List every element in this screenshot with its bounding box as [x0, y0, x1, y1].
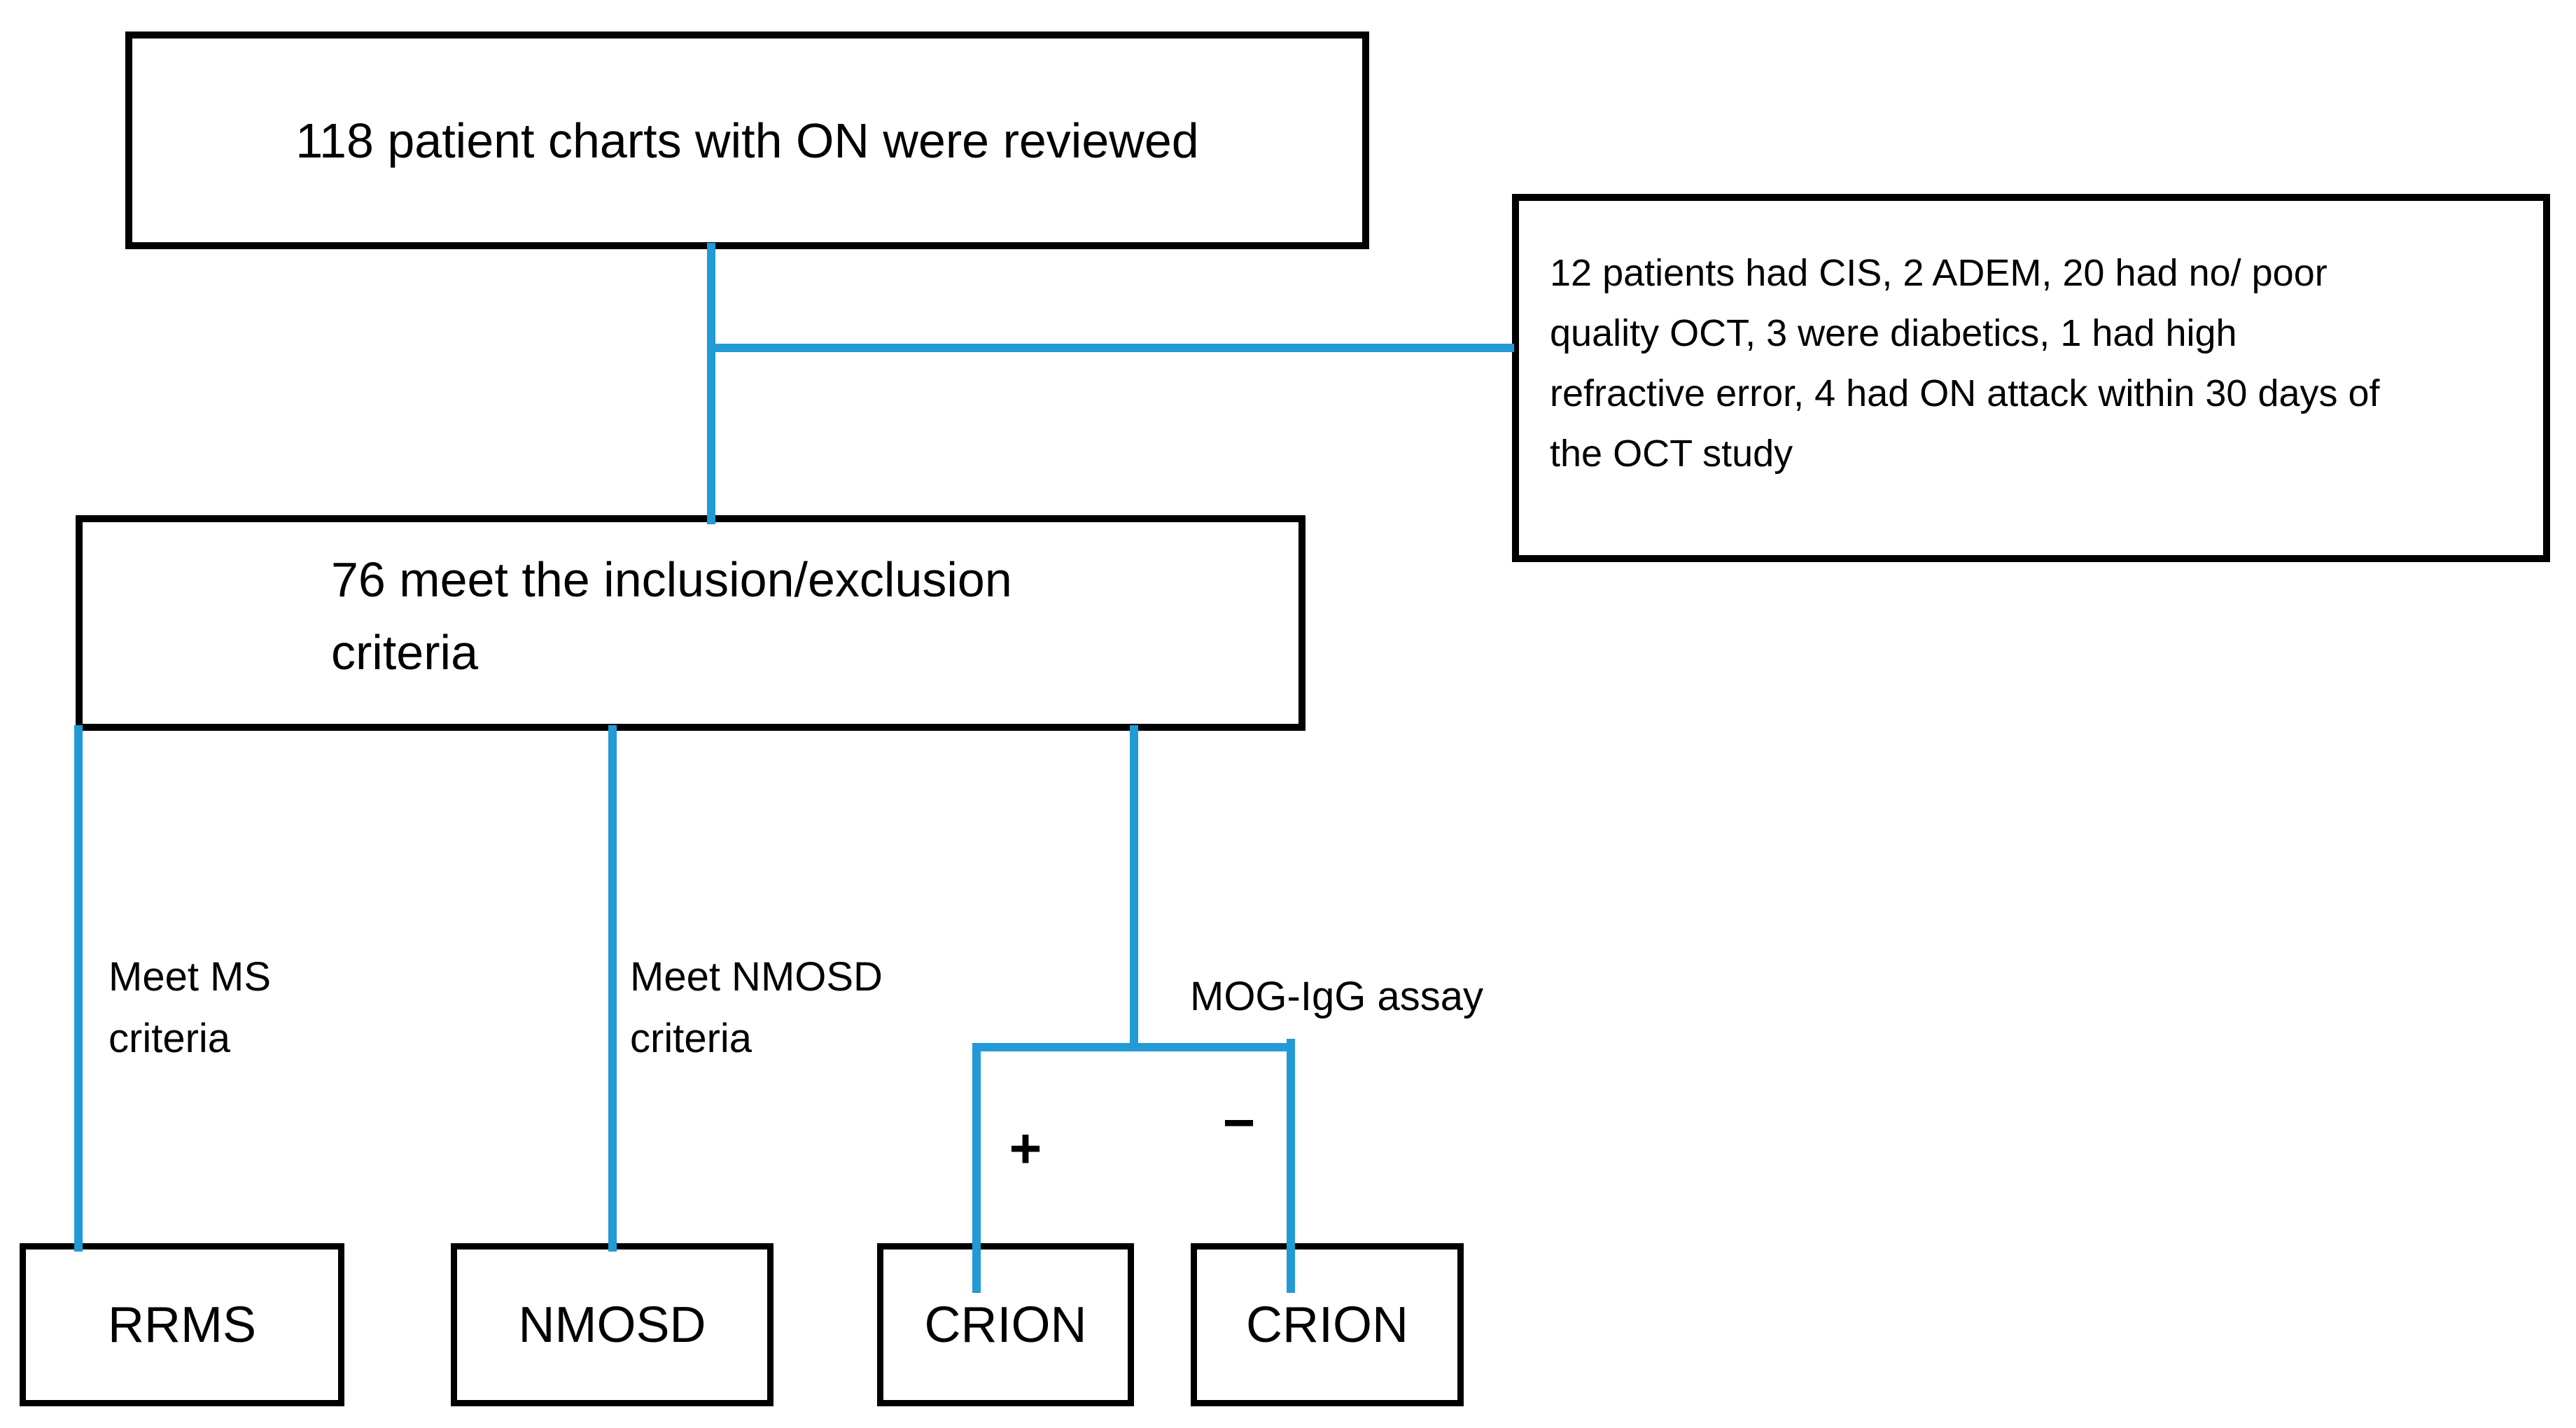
edge-label-nmosd-criteria-line: Meet NMOSD	[630, 954, 883, 1000]
edge-label-nmosd-criteria: Meet NMOSD criteria	[630, 946, 883, 1070]
node-crion-positive-box: CRION	[877, 1243, 1134, 1406]
edge-label-mog-assay: MOG-IgG assay	[1190, 974, 1483, 1019]
node-included-line: criteria	[331, 625, 479, 680]
edge-label-ms-criteria-line: criteria	[108, 1016, 231, 1061]
node-excluded-line: the OCT study	[1550, 433, 1793, 475]
connector-reviewed-to-included	[707, 243, 715, 524]
edge-label-nmosd-criteria-line: criteria	[630, 1016, 752, 1061]
node-nmosd-label: NMOSD	[518, 1296, 706, 1353]
edge-label-positive-sign: +	[1009, 1117, 1042, 1180]
edge-label-ms-criteria: Meet MS criteria	[108, 946, 271, 1070]
node-crion-positive-label: CRION	[924, 1296, 1087, 1353]
node-reviewed-label: 118 patient charts with ON were reviewed	[295, 113, 1199, 168]
node-excluded-line: refractive error, 4 had ON attack within…	[1550, 372, 2380, 414]
connector-mog-assay-bracket	[972, 1043, 1295, 1051]
connector-included-to-nmosd	[608, 725, 617, 1252]
connector-included-to-mog-assay	[1130, 725, 1138, 1051]
node-rrms-box: RRMS	[20, 1243, 344, 1406]
node-excluded-line: 12 patients had CIS, 2 ADEM, 20 had no/ …	[1550, 252, 2328, 294]
node-excluded-box: 12 patients had CIS, 2 ADEM, 20 had no/ …	[1512, 194, 2550, 562]
node-reviewed-box: 118 patient charts with ON were reviewed	[125, 31, 1369, 249]
edge-label-negative-sign: −	[1222, 1091, 1256, 1154]
node-crion-negative-box: CRION	[1191, 1243, 1464, 1406]
connector-branch-to-excluded	[707, 344, 1514, 352]
node-excluded-line: quality OCT, 3 were diabetics, 1 had hig…	[1550, 312, 2237, 354]
node-crion-negative-label: CRION	[1246, 1296, 1408, 1353]
edge-label-ms-criteria-line: Meet MS	[108, 954, 272, 1000]
node-nmosd-box: NMOSD	[451, 1243, 774, 1406]
connector-bracket-to-crion-positive	[972, 1047, 981, 1293]
node-included-box: 76 meet the inclusion/exclusion criteria	[76, 515, 1306, 731]
connector-bracket-to-crion-negative	[1287, 1039, 1295, 1293]
node-included-line: 76 meet the inclusion/exclusion	[331, 552, 1012, 607]
connector-included-to-rrms	[74, 725, 83, 1252]
node-rrms-label: RRMS	[108, 1296, 256, 1353]
